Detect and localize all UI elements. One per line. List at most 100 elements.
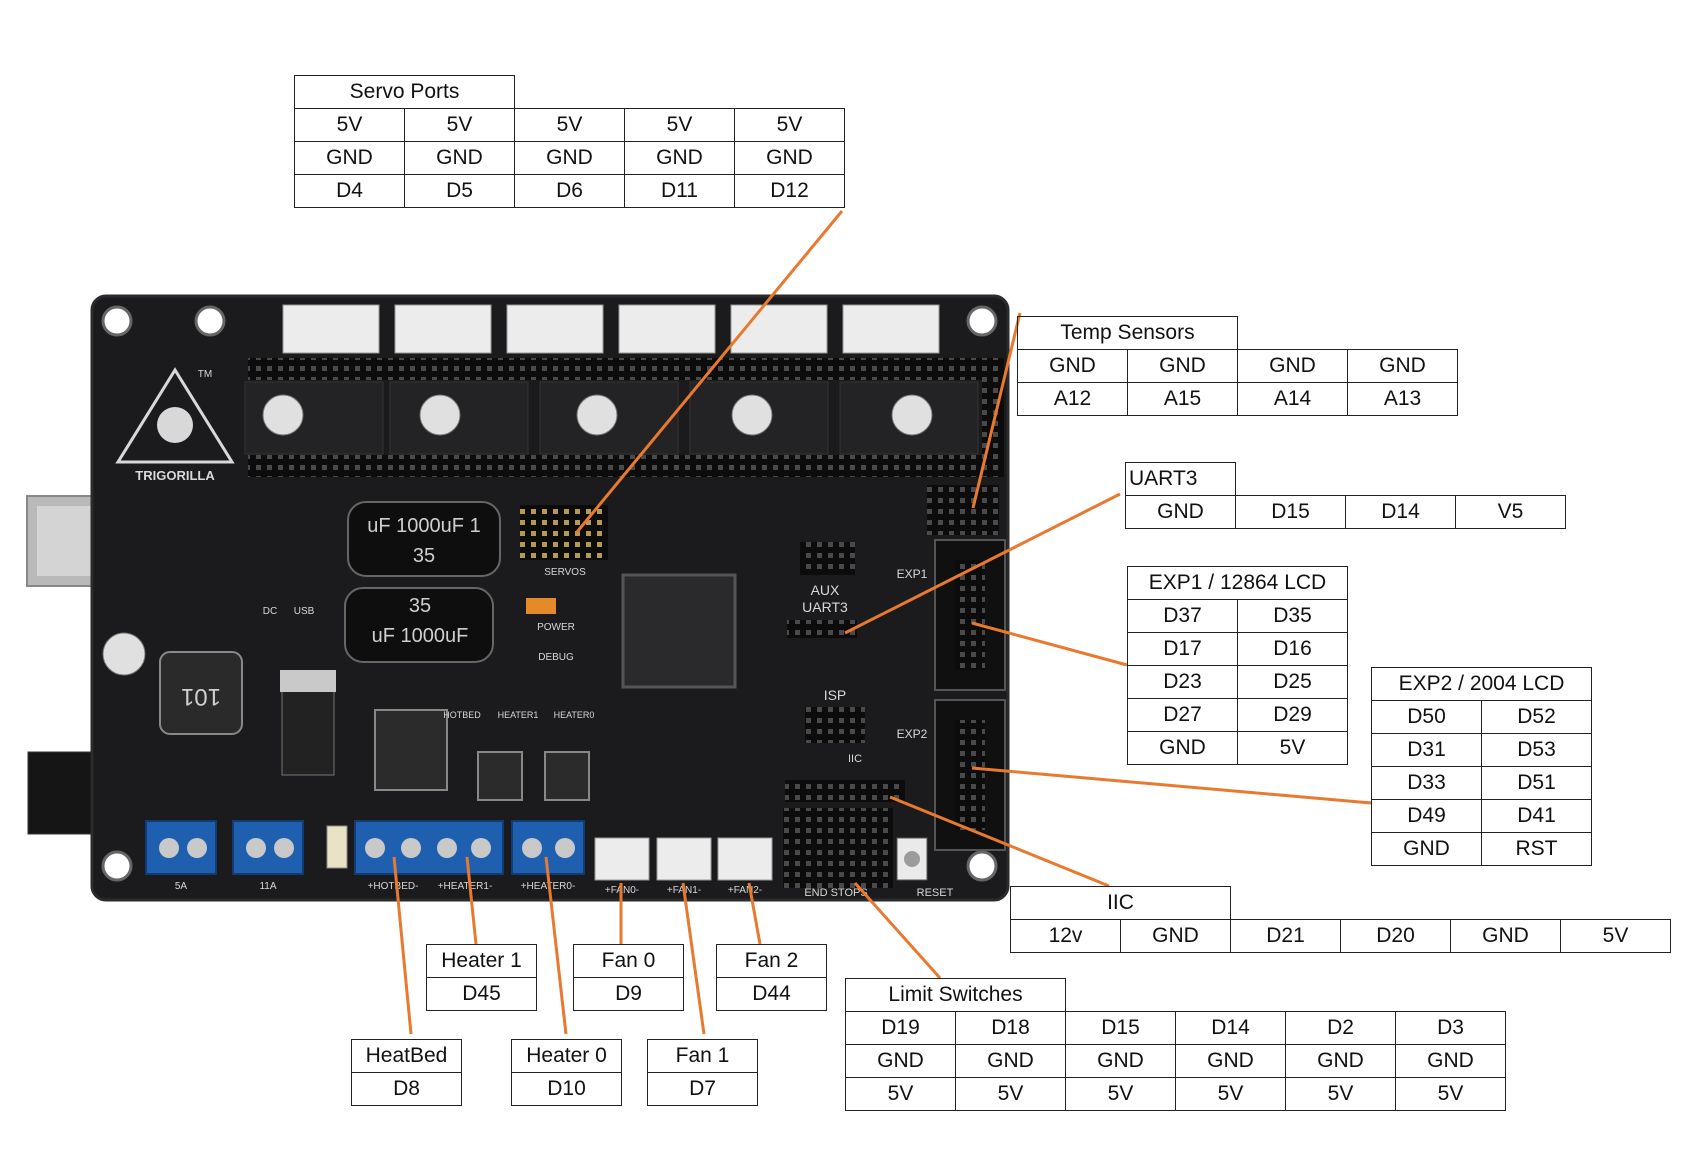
table-row: D7 [647,1072,758,1106]
svg-text:11A: 11A [259,881,276,892]
table-row: D10 [511,1072,622,1106]
leader-servo [575,210,844,533]
table-row: D9 [573,977,684,1011]
leader-exp2 [971,766,1372,805]
table-title: Heater 0 [511,1039,622,1073]
svg-text:END STOPS: END STOPS [804,887,867,899]
svg-text:DEBUG: DEBUG [538,652,574,663]
fuse [326,825,348,869]
svg-text:+HEATER1-: +HEATER1- [438,881,493,892]
leader-fan2 [747,882,762,945]
heater0-table: Heater 0 D10 [511,1039,622,1106]
capacitor [891,394,933,436]
svg-text:101: 101 [181,683,221,710]
leader-uart3 [844,492,1121,635]
svg-text:35: 35 [409,595,431,617]
capacitor [731,394,773,436]
svg-text:uF 1000uF 1: uF 1000uF 1 [367,515,480,537]
leader-lines [392,210,1372,1035]
table-title: EXP1 / 12864 LCD [1127,566,1348,600]
mount-hole [194,305,226,337]
table-title: Temp Sensors [1017,316,1238,350]
table-title: Limit Switches [845,978,1066,1012]
svg-text:5A: 5A [175,881,188,892]
svg-text:uF 1000uF: uF 1000uF [372,625,469,647]
leader-iic [889,795,1110,888]
svg-text:USB: USB [294,606,315,617]
mosfet [477,751,523,801]
leader-heater1 [465,856,478,945]
leader-heatbed [392,856,413,1035]
jst-connector [282,304,380,354]
leader-heater0 [544,856,568,1035]
mount-hole [101,850,133,882]
temp-header [927,485,999,535]
svg-text:UART3: UART3 [802,599,848,615]
svg-text:HOTBED: HOTBED [443,710,481,720]
capacitor [419,394,461,436]
svg-text:POWER: POWER [537,622,575,633]
jst-connector [730,304,828,354]
svg-text:ISP: ISP [824,687,847,703]
trademark: TM [198,369,212,380]
capacitor [262,394,304,436]
table-row: D44 [716,977,827,1011]
pin-header [248,455,1004,477]
svg-text:+FAN2-: +FAN2- [728,885,762,896]
iic-header [785,780,905,802]
power-led [526,598,556,614]
uart3-header [787,620,857,638]
aux-header [800,542,855,575]
svg-text:AUX: AUX [811,582,840,598]
capacitor [102,632,146,676]
jst-connector [618,304,716,354]
table-title: Servo Ports [294,75,515,109]
electrolytic-capacitor [344,587,494,663]
gorilla-icon [157,407,193,443]
mount-hole [101,305,133,337]
svg-text:RESET: RESET [917,887,954,899]
mount-hole [966,850,998,882]
heatbed-table: HeatBed D8 [351,1039,462,1106]
fan-connector [656,837,712,881]
table-title: Fan 2 [716,944,827,978]
capacitor [576,394,618,436]
jst-connector [394,304,492,354]
svg-text:DC: DC [263,606,277,617]
svg-text:HEATER0: HEATER0 [554,710,595,720]
heater1-table: Heater 1 D45 [426,944,537,1011]
leader-exp1 [971,621,1128,667]
svg-text:IIC: IIC [848,753,862,765]
svg-text:SERVOS: SERVOS [544,567,586,578]
endstop-header [783,808,893,888]
svg-text:HEATER1: HEATER1 [498,710,539,720]
svg-text:+HOTBED-: +HOTBED- [368,881,419,892]
isp-header [805,707,865,743]
logo-text: TRIGORILLA [135,468,215,483]
svg-text:EXP2: EXP2 [897,727,928,741]
